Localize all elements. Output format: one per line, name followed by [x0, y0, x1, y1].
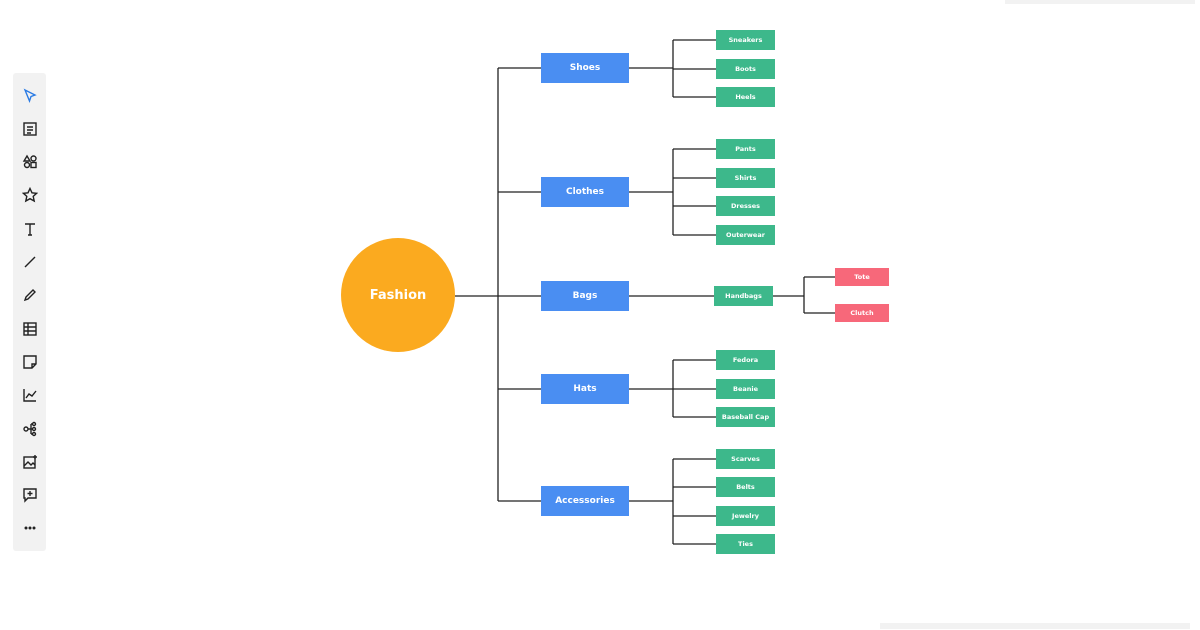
comment-icon	[22, 488, 37, 503]
chart-icon	[22, 389, 37, 402]
select-icon	[23, 88, 37, 103]
category-node[interactable]: Accessories	[541, 486, 629, 516]
item-node[interactable]: Outerwear	[716, 225, 775, 245]
top-toolbar-stub	[1005, 0, 1195, 4]
bottom-toolbar-stub	[880, 623, 1190, 629]
root-node[interactable]: Fashion	[341, 238, 455, 352]
category-node[interactable]: Clothes	[541, 177, 629, 207]
left-toolbar	[13, 73, 46, 551]
pen-icon	[23, 289, 36, 302]
item-node[interactable]: Beanie	[716, 379, 775, 399]
item-node[interactable]: Baseball Cap	[716, 407, 775, 427]
text-tool[interactable]	[19, 218, 40, 239]
mindmap-icon	[22, 421, 36, 436]
shapes-tool[interactable]	[19, 152, 40, 173]
category-node[interactable]: Bags	[541, 281, 629, 311]
item-node[interactable]: Pants	[716, 139, 775, 159]
item-node[interactable]: Boots	[716, 59, 775, 79]
star-tool[interactable]	[19, 185, 40, 206]
more-tool[interactable]	[19, 518, 40, 539]
table-tool[interactable]	[19, 318, 40, 339]
more-icon	[24, 526, 35, 530]
star-icon	[21, 187, 38, 203]
subitem-node[interactable]: Tote	[835, 268, 889, 286]
shapes-icon	[22, 154, 37, 169]
image-icon	[22, 454, 37, 469]
chart-tool[interactable]	[19, 385, 40, 406]
item-node[interactable]: Ties	[716, 534, 775, 554]
item-node[interactable]: Belts	[716, 477, 775, 497]
item-node[interactable]: Handbags	[714, 286, 773, 306]
line-icon	[24, 256, 35, 268]
image-tool[interactable]	[19, 451, 40, 472]
item-node[interactable]: Shirts	[716, 168, 775, 188]
table-icon	[22, 321, 37, 336]
item-node[interactable]: Heels	[716, 87, 775, 107]
item-node[interactable]: Dresses	[716, 196, 775, 216]
template-tool[interactable]	[19, 118, 40, 139]
item-node[interactable]: Scarves	[716, 449, 775, 469]
template-icon	[22, 122, 37, 136]
sticky-note-icon	[22, 355, 37, 369]
line-tool[interactable]	[19, 252, 40, 273]
category-node[interactable]: Hats	[541, 374, 629, 404]
mindmap-tool[interactable]	[19, 418, 40, 439]
category-node[interactable]: Shoes	[541, 53, 629, 83]
sticky-note-tool[interactable]	[19, 351, 40, 372]
item-node[interactable]: Jewelry	[716, 506, 775, 526]
subitem-node[interactable]: Clutch	[835, 304, 889, 322]
item-node[interactable]: Sneakers	[716, 30, 775, 50]
comment-tool[interactable]	[19, 485, 40, 506]
pen-tool[interactable]	[19, 285, 40, 306]
text-icon	[24, 222, 35, 236]
select-tool[interactable]	[19, 85, 40, 106]
item-node[interactable]: Fedora	[716, 350, 775, 370]
